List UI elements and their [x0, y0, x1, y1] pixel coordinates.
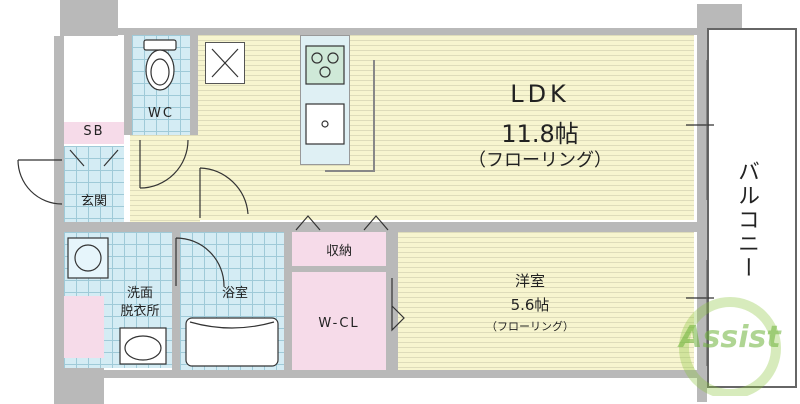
ldk-floor: （フローリング） [468, 150, 612, 171]
washroom-shelf [64, 296, 104, 358]
ldk-floor [198, 35, 694, 220]
ldk-name: LDK [510, 80, 570, 108]
kitchen-counter-return [325, 60, 375, 172]
shoe-box [64, 122, 124, 144]
western-floor [398, 232, 694, 370]
wc-wall-right [190, 35, 198, 135]
wall-bath-left [172, 232, 180, 370]
assist-logo-text: Assist [679, 320, 781, 355]
wall-bath-right [284, 232, 292, 370]
wall-top [118, 28, 698, 35]
western-name: 洋室 [514, 272, 545, 290]
wc-label: WC [148, 106, 174, 121]
storage-closet [292, 232, 386, 266]
entrance-label: 玄関 [80, 194, 107, 209]
western-size: 5.6帖 [510, 296, 550, 314]
entrance-floor [64, 146, 124, 222]
bath-label: 浴室 [221, 286, 248, 301]
balcony [707, 28, 797, 388]
wall-right-column [697, 40, 707, 402]
washroom-label-1: 洗面 [126, 286, 153, 301]
wall-bottom [104, 370, 698, 378]
walk-in-closet [292, 272, 386, 370]
sb-label: SB [83, 124, 105, 139]
assist-logo: Assist [662, 288, 798, 396]
storage-label: 収納 [325, 244, 352, 259]
wall-closet-divider [292, 266, 392, 272]
wc-wall-left [124, 35, 132, 135]
corridor-floor [130, 135, 200, 223]
western-floor: （フローリング） [486, 320, 574, 333]
wall-mid-horizontal [64, 222, 698, 232]
wall-left-column [54, 36, 64, 366]
wcl-label: W-CL [318, 316, 360, 331]
ldk-size: 11.8帖 [501, 120, 579, 148]
wall-left-top [60, 0, 118, 36]
washroom-label-2: 脱衣所 [120, 304, 160, 319]
balcony-label: バルコニー [734, 160, 759, 280]
